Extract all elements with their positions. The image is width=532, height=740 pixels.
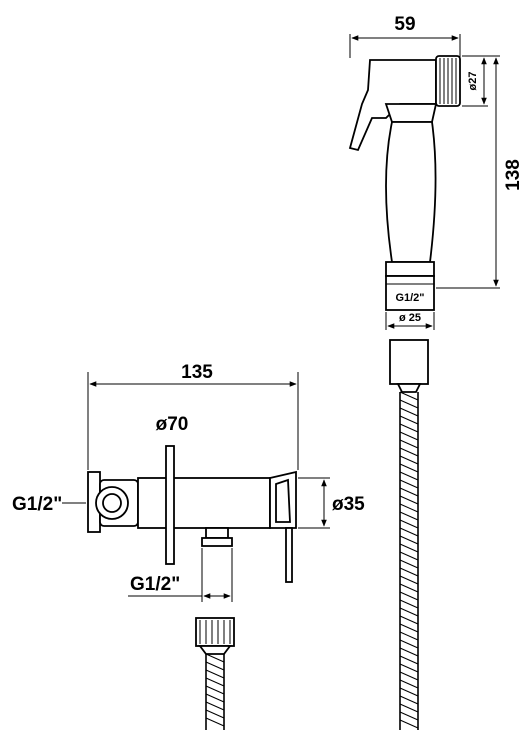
hose-spiral-left <box>205 653 225 727</box>
outlet-stub <box>205 527 229 539</box>
valve-dimensions <box>62 372 330 602</box>
spray-dimensions <box>349 34 500 330</box>
label-valve-body-diameter: ø35 <box>332 494 365 515</box>
valve-body <box>137 477 271 529</box>
hose-nut-left <box>195 617 235 647</box>
hose-left <box>195 617 235 730</box>
spray-base <box>385 275 435 311</box>
label-spray-thread: G1/2" <box>395 292 424 304</box>
hose-nut-right <box>389 339 429 385</box>
label-spray-length: 138 <box>503 159 524 191</box>
label-outlet-thread: G1/2" <box>130 574 180 595</box>
spray-handle <box>385 121 437 263</box>
label-inlet-thread: G1/2" <box>12 494 62 515</box>
label-valve-length: 135 <box>181 362 213 383</box>
valve-lever <box>285 527 293 583</box>
label-spray-base-diameter: ø 25 <box>399 312 421 324</box>
rosette <box>165 445 175 565</box>
label-rosette-diameter: ø70 <box>156 414 189 435</box>
spray-connector <box>385 261 435 277</box>
valve-assembly <box>87 445 297 583</box>
hand-spray <box>348 55 461 311</box>
label-spray-width: 59 <box>394 14 415 35</box>
knurl-lines <box>439 58 457 104</box>
outlet-nut <box>201 537 233 547</box>
label-nozzle-diameter: ø27 <box>467 72 479 91</box>
hose-right <box>389 339 429 730</box>
hose-spiral-right <box>399 391 419 729</box>
inlet-ring-inner <box>102 493 122 513</box>
